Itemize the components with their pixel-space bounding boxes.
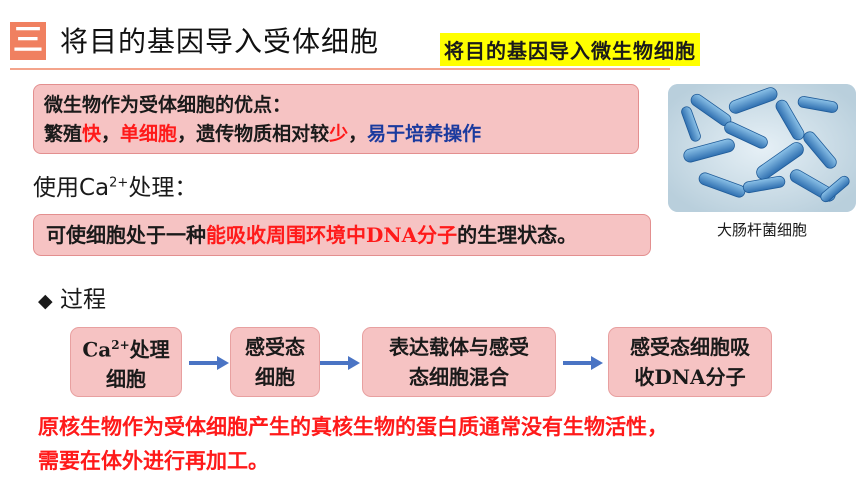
step-2-line-1: 感受态 bbox=[245, 335, 305, 359]
state-highlight: 能吸收周围环境中DNA分子 bbox=[206, 223, 458, 247]
step-1-sup: 2+ bbox=[111, 337, 130, 352]
step-4-line-1: 感受态细胞吸 bbox=[630, 335, 750, 359]
step-1-line-2: 细胞 bbox=[105, 367, 146, 392]
step-2-line-2: 细胞 bbox=[255, 365, 295, 389]
process-title: 过程 bbox=[59, 287, 106, 313]
advantages-box: 微生物作为受体细胞的优点： 繁殖快，单细胞，遗传物质相对较少，易于培养操作 bbox=[33, 84, 639, 154]
state-post: 的生理状态。 bbox=[457, 223, 578, 247]
arrow-right-icon bbox=[320, 356, 360, 370]
adv-text-1: 繁殖 bbox=[44, 123, 83, 145]
diamond-bullet-icon: ◆ bbox=[38, 290, 53, 312]
ecoli-image bbox=[668, 84, 856, 212]
adv-less: 少 bbox=[329, 123, 349, 145]
adv-text-4: ， bbox=[348, 123, 368, 145]
page-title: 将目的基因导入受体细胞 bbox=[60, 25, 380, 58]
step-3-line-1: 表达载体与感受 bbox=[389, 335, 529, 359]
ca-pre: 使用Ca bbox=[33, 175, 110, 201]
process-step-3: 表达载体与感受态细胞混合 bbox=[362, 327, 556, 397]
adv-text-2: ， bbox=[101, 123, 121, 145]
step-4-line-2: 收DNA分子 bbox=[634, 365, 746, 389]
state-pre: 可使细胞处于一种 bbox=[46, 223, 206, 247]
advantages-heading: 微生物作为受体细胞的优点： bbox=[44, 94, 292, 116]
adv-fast: 快 bbox=[82, 123, 102, 145]
step-1-treat: 处理 bbox=[129, 337, 170, 362]
process-heading: ◆ 过程 bbox=[38, 280, 106, 314]
image-caption: 大肠杆菌细胞 bbox=[716, 221, 807, 239]
adv-text-3: ，遗传物质相对较 bbox=[177, 123, 330, 145]
arrow-right-icon bbox=[189, 356, 229, 370]
process-step-2: 感受态细胞 bbox=[230, 327, 320, 397]
note-line-1: 原核生物作为受体细胞产生的真核生物的蛋白质通常没有生物活性， bbox=[38, 414, 668, 439]
advantages-list: 繁殖快，单细胞，遗传物质相对较少，易于培养操作 bbox=[44, 120, 628, 149]
ca-treatment-line: 使用Ca2+处理： bbox=[33, 168, 197, 202]
section-number-badge: 三 bbox=[10, 22, 46, 60]
arrow-right-icon bbox=[563, 356, 603, 370]
ca-post: 处理： bbox=[128, 175, 198, 201]
step-1-ca: Ca bbox=[82, 337, 112, 362]
adv-easy-culture: 易于培养操作 bbox=[367, 123, 482, 145]
process-step-1: Ca2+处理细胞 bbox=[70, 327, 182, 397]
note-text: 原核生物作为受体细胞产生的真核生物的蛋白质通常没有生物活性， 需要在体外进行再加… bbox=[38, 410, 838, 478]
highlighted-subtitle: 将目的基因导入微生物细胞 bbox=[440, 33, 700, 66]
bacteria-illustration bbox=[668, 84, 856, 212]
adv-single-cell: 单细胞 bbox=[120, 123, 178, 145]
competent-state-box: 可使细胞处于一种能吸收周围环境中DNA分子的生理状态。 bbox=[33, 214, 651, 256]
note-line-2: 需要在体外进行再加工。 bbox=[38, 448, 269, 473]
step-3-line-2: 态细胞混合 bbox=[409, 365, 509, 389]
step-1-line-1: Ca2+处理 bbox=[82, 330, 169, 365]
title-underline bbox=[10, 68, 670, 70]
process-step-4: 感受态细胞吸收DNA分子 bbox=[608, 327, 772, 397]
ca-sup: 2+ bbox=[109, 175, 129, 191]
